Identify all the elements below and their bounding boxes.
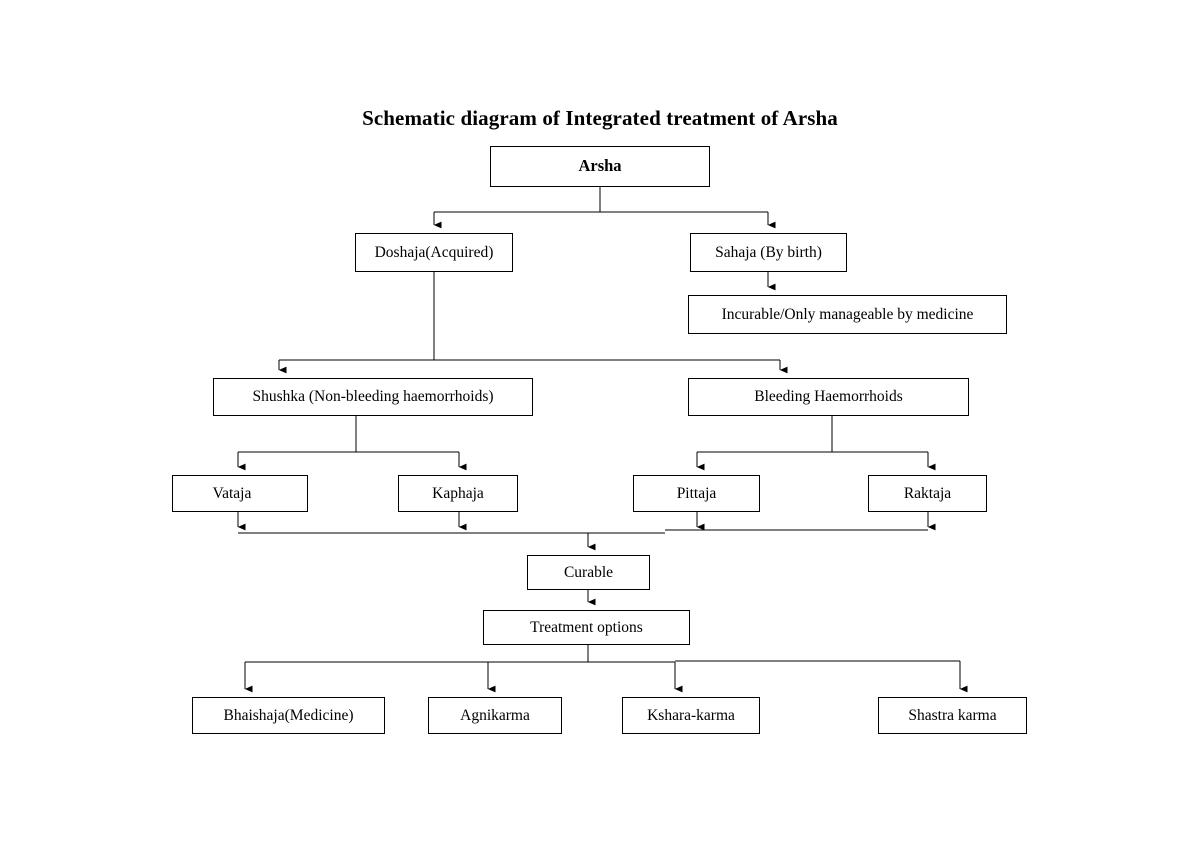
node-label: Kshara-karma [647,706,735,724]
node-label: Arsha [578,156,622,176]
node-label: Treatment options [530,618,643,636]
node-incurable[interactable]: Incurable/Only manageable by medicine [688,295,1007,334]
edge-bleeding-split [696,416,936,471]
node-label: Doshaja(Acquired) [374,243,494,261]
node-label: Curable [563,563,614,581]
edge-arsha-split [433,187,776,229]
node-label: Shushka (Non-bleeding haemorrhoids) [252,388,494,406]
node-arsha[interactable]: Arsha [490,146,710,187]
node-kaphaja[interactable]: Kaphaja [398,475,518,512]
node-agnikarma[interactable]: Agnikarma [428,697,562,734]
node-bleeding-haemorrhoids[interactable]: Bleeding Haemorrhoids [688,378,969,416]
page-title: Schematic diagram of Integrated treatmen… [362,106,838,130]
node-sahaja[interactable]: Sahaja (By birth) [690,233,847,272]
node-label: Bhaishaja(Medicine) [223,706,354,724]
node-label: Pittaja [676,484,717,502]
node-treatment-options[interactable]: Treatment options [483,610,690,645]
node-doshaja[interactable]: Doshaja(Acquired) [355,233,513,272]
node-raktaja[interactable]: Raktaja [868,475,987,512]
node-label: Shastra karma [908,706,997,724]
node-curable[interactable]: Curable [527,555,650,590]
node-vataja[interactable]: Vataja [172,475,308,512]
node-label: Raktaja [903,484,952,502]
edge-doshas-merge-curable [237,512,936,551]
node-label: Kaphaja [432,484,484,502]
node-label: Incurable/Only manageable by medicine [721,305,974,323]
node-label: Bleeding Haemorrhoids [754,388,903,406]
node-label: Sahaja (By birth) [715,243,822,261]
node-kshara-karma[interactable]: Kshara-karma [622,697,760,734]
edge-treatment-split [244,645,968,693]
node-label: Agnikarma [460,706,530,724]
node-shushka[interactable]: Shushka (Non-bleeding haemorrhoids) [213,378,533,416]
node-bhaishaja[interactable]: Bhaishaja(Medicine) [192,697,385,734]
node-pittaja[interactable]: Pittaja [633,475,760,512]
edge-shushka-split [237,416,467,471]
node-label: Vataja [212,484,252,502]
node-shastra-karma[interactable]: Shastra karma [878,697,1027,734]
